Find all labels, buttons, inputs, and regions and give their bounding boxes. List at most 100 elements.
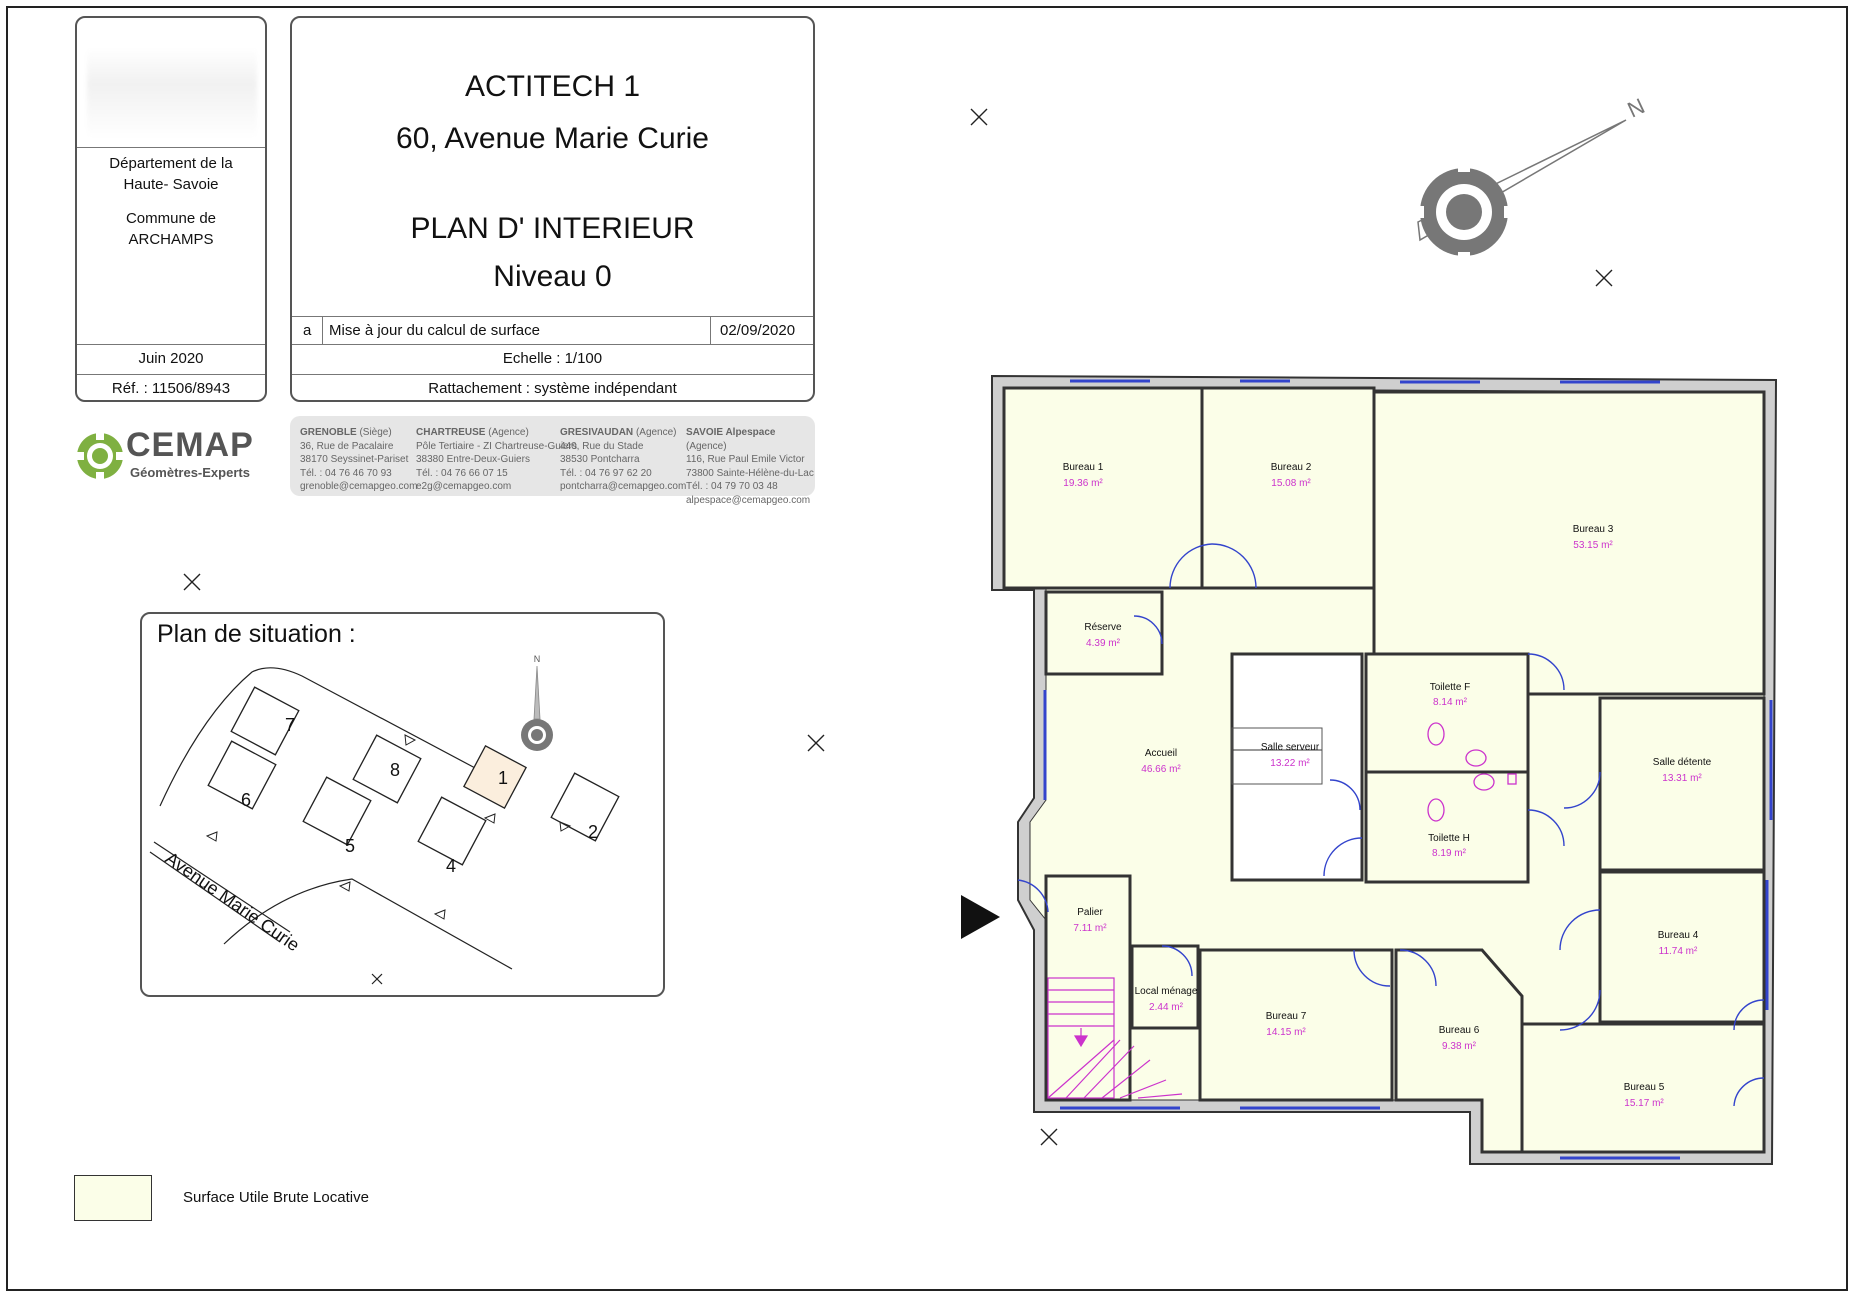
room-area-bureau-2: 15.08 m²	[1271, 478, 1311, 489]
building-label-7: 7	[285, 715, 295, 735]
room-area-bureau-1: 19.36 m²	[1063, 478, 1103, 489]
room-reserve	[1044, 590, 1164, 676]
building-label-8: 8	[390, 760, 400, 780]
room-label-bureau-3: Bureau 3	[1573, 524, 1614, 535]
doors	[1017, 543, 1765, 1107]
room-label-salle-detente: Salle détente	[1653, 757, 1712, 768]
revision-text: Mise à jour du calcul de surface	[329, 322, 540, 339]
situation-map: 7 8 1 6 5 4 2 Avenue Marie Curie N	[149, 654, 620, 985]
agency-chartreuse: CHARTREUSE (Agence) Pôle Tertiaire - ZI …	[416, 427, 577, 492]
legend-swatch	[74, 1175, 152, 1221]
room-area-bureau-5: 15.17 m²	[1624, 1098, 1664, 1109]
reference: Réf. : 11506/8943	[111, 380, 231, 397]
plan-date: Juin 2020	[138, 350, 204, 367]
legend-label: Surface Utile Brute Locative	[183, 1189, 369, 1206]
sanitary-fixtures	[1427, 722, 1517, 822]
agencies-band: GRENOBLE (Siège) 36, Rue de Pacalaire 38…	[290, 416, 815, 506]
room-label-bureau-7: Bureau 7	[1266, 1011, 1307, 1022]
building-4	[417, 796, 487, 866]
situation-title: Plan de situation :	[157, 620, 356, 648]
room-area-palier: 7.11 m²	[1073, 923, 1107, 934]
commune-line2: ARCHAMPS	[128, 231, 214, 248]
room-label-reserve: Réserve	[1084, 622, 1122, 633]
room-label-accueil: Accueil	[1145, 748, 1177, 759]
cartouche-main: ACTITECH 1 60, Avenue Marie Curie PLAN D…	[290, 16, 815, 402]
staircase	[1047, 977, 1183, 1099]
room-toilette-f	[1364, 652, 1530, 774]
department-line2: Haute- Savoie	[123, 176, 219, 193]
commune-line1: Commune de	[125, 210, 217, 227]
room-area-toilette-h: 8.19 m²	[1432, 848, 1467, 859]
cemap-logo-icon	[74, 430, 126, 482]
building-label-1: 1	[498, 768, 508, 788]
plan-level: Niveau 0	[493, 260, 612, 293]
room-label-toilette-h: Toilette H	[1428, 833, 1470, 844]
project-title: ACTITECH 1	[464, 70, 641, 103]
room-salle-serveur	[1230, 652, 1364, 882]
room-bureau-3	[1372, 390, 1766, 696]
cemap-logo-subtitle: Géomètres-Experts	[130, 465, 250, 480]
building-label-4: 4	[446, 856, 456, 876]
room-bureau-2	[1200, 386, 1376, 590]
cemap-logo-name: CEMAP	[126, 426, 254, 464]
entrance-arrow-icon	[961, 895, 1000, 939]
agency-grenoble: GRENOBLE (Siège) 36, Rue de Pacalaire 38…	[300, 427, 418, 492]
room-label-palier: Palier	[1077, 907, 1103, 918]
room-toilette-h	[1364, 770, 1530, 884]
agency-savoie: SAVOIE Alpespace (Agence) 116, Rue Paul …	[686, 427, 814, 506]
building-7	[230, 686, 300, 756]
revision-index: a	[303, 322, 312, 339]
agency-gresivaudan: GRESIVAUDAN (Agence) 440, Rue du Stade 3…	[560, 427, 687, 492]
north-arrow-icon: N	[1412, 93, 1649, 264]
room-area-reserve: 4.39 m²	[1086, 638, 1121, 649]
room-area-toilette-f: 8.14 m²	[1433, 697, 1468, 708]
building-8	[352, 734, 422, 804]
room-label-bureau-2: Bureau 2	[1271, 462, 1312, 473]
building-label-2: 2	[588, 822, 598, 842]
room-bureau-6	[1394, 948, 1524, 1154]
project-address: 60, Avenue Marie Curie	[396, 122, 709, 155]
plan-type: PLAN D' INTERIEUR	[410, 212, 695, 245]
room-area-bureau-3: 53.15 m²	[1573, 540, 1613, 551]
room-area-local-menage: 2.44 m²	[1149, 1002, 1184, 1013]
building-5	[302, 776, 372, 846]
building-6	[207, 740, 277, 810]
room-label-toilette-f: Toilette F	[1430, 682, 1471, 693]
room-area-salle-serveur: 13.22 m²	[1270, 758, 1310, 769]
rooms	[1002, 386, 1766, 1154]
room-label-salle-serveur: Salle serveur	[1261, 742, 1320, 753]
cartouche-left: Département de la Haute- Savoie Commune …	[75, 16, 267, 402]
room-bureau-1	[1002, 386, 1204, 590]
building-1	[463, 745, 527, 809]
room-bureau-4	[1598, 870, 1766, 1024]
building-label-6: 6	[241, 790, 251, 810]
windows	[1043, 379, 1773, 1160]
room-area-accueil: 46.66 m²	[1141, 764, 1181, 775]
room-label-bureau-6: Bureau 6	[1439, 1025, 1480, 1036]
room-label-local-menage: Local ménage	[1135, 986, 1198, 997]
room-labels: Bureau 1 19.36 m² Bureau 2 15.08 m² Bure…	[1063, 462, 1712, 1109]
room-label-bureau-5: Bureau 5	[1624, 1082, 1665, 1093]
room-salle-detente	[1598, 696, 1766, 872]
room-area-salle-detente: 13.31 m²	[1662, 773, 1702, 784]
room-area-bureau-7: 14.15 m²	[1266, 1027, 1306, 1038]
revision-date: 02/09/2020	[720, 322, 796, 339]
situation-plan: Plan de situation : 7 8 1	[140, 612, 665, 997]
room-bureau-7	[1198, 948, 1394, 1102]
situation-north-icon: N	[521, 654, 553, 751]
scale: Echelle : 1/100	[502, 350, 603, 367]
cartouche-blurred-logo	[87, 48, 257, 138]
building-2	[550, 772, 620, 842]
room-area-bureau-4: 11.74 m²	[1659, 946, 1698, 957]
sheet-frame	[6, 6, 1848, 1291]
situation-north-label: N	[534, 654, 541, 664]
cemap-logo: CEMAP Géomètres-Experts	[74, 426, 274, 488]
rattachement: Rattachement : système indépendant	[428, 380, 677, 397]
department-line1: Département de la	[109, 155, 233, 172]
north-arrow-label: N	[1624, 93, 1649, 122]
building-label-5: 5	[345, 836, 355, 856]
room-label-bureau-4: Bureau 4	[1658, 930, 1699, 941]
room-area-bureau-6: 9.38 m²	[1442, 1041, 1477, 1052]
room-label-bureau-1: Bureau 1	[1063, 462, 1104, 473]
